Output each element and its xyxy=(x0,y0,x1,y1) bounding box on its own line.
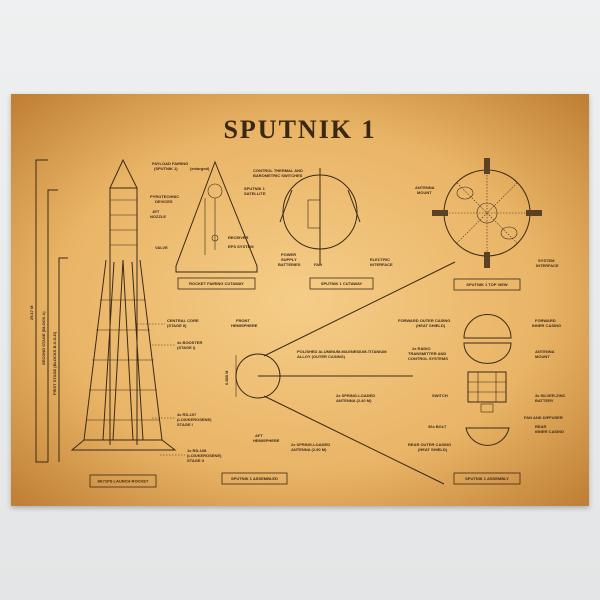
label-switch: SWITCH xyxy=(432,393,448,398)
label-jet: JET xyxy=(152,209,160,214)
label-payload-fairing: PAYLOAD FAIRING xyxy=(152,161,188,166)
label-lox1: (LOX/KEROSENE) xyxy=(177,417,212,422)
label-enlarged: (enlarged) xyxy=(190,166,210,171)
label-nozzle: NOZZLE xyxy=(150,214,166,219)
label-asm-mount: MOUNT xyxy=(535,354,550,359)
panel-label-rocket: 8K71PS LAUNCH ROCKET xyxy=(98,479,149,484)
rocket-drawing: PAYLOAD FAIRING (SPUTNIK 1) (enlarged) C… xyxy=(70,158,222,488)
fairing-cutaway: PYROTECHNIC DEVICES JET NOZZLE VALVE SPU… xyxy=(150,160,266,290)
label-battery: BATTERY xyxy=(535,398,554,403)
label-mount: MOUNT xyxy=(417,190,432,195)
label-eps: EPS SYSTEM xyxy=(228,244,254,249)
sputnik-poster: SPUTNIK 1 29.17 M SECOND STAGE (BLOCK A)… xyxy=(11,94,589,506)
label-barometric: BAROMETRIC SWITCHES xyxy=(253,173,303,178)
label-batteries: BATTERIES xyxy=(278,262,301,267)
label-rd107: 4x RD-107 xyxy=(177,412,197,417)
label-aft-hemi: HEMISPHERE xyxy=(253,438,280,443)
label-transmitter: TRANSMITTER AND xyxy=(408,351,446,356)
label-antenna: ANTENNA xyxy=(415,185,435,190)
label-rear-outer: REAR OUTER CASING xyxy=(408,442,451,447)
label-valve: VALVE xyxy=(155,245,168,250)
label-rear-inner: INNER CASING xyxy=(535,429,564,434)
label-interface: INTERFACE xyxy=(370,262,393,267)
label-booster: 4x BOOSTER xyxy=(177,340,202,345)
label-inner-casing: INNER CASING xyxy=(532,323,561,328)
label-lox2: (LOX/KEROSENE) xyxy=(187,453,222,458)
label-fwd-outer: FORWARD OUTER CASING xyxy=(398,318,450,323)
label-stage1b: STAGE I xyxy=(177,422,193,427)
label-stage2b: STAGE II xyxy=(187,458,204,463)
label-satellite: SATELLITE xyxy=(244,191,266,196)
label-control-systems: CONTROL SYSTEMS xyxy=(408,356,448,361)
label-silver-zinc: 3x SILVER-ZINC xyxy=(535,393,565,398)
panel-label-fairing: ROCKET FAIRING CUTAWAY xyxy=(189,281,244,286)
label-aft: AFT xyxy=(255,433,263,438)
label-control-thermal: CONTROL THERMAL AND xyxy=(253,168,303,173)
label-payload-fairing-sub: (SPUTNIK 1) xyxy=(154,166,178,171)
label-heat-shield: (HEAT SHIELD) xyxy=(416,323,446,328)
panel-label-top-view: SPUTNIK 1 TOP VIEW xyxy=(466,282,508,287)
label-central-core: CENTRAL CORE xyxy=(167,318,199,323)
label-antenna-290: ANTENNA (2.90 M) xyxy=(291,447,327,452)
label-diameter: 0.585 M xyxy=(224,370,229,385)
label-radio: 2x RADIO xyxy=(412,346,430,351)
label-spring-240: 2x SPRING-LOADED xyxy=(336,393,375,398)
label-supply: SUPPLY xyxy=(281,257,297,262)
label-front: FRONT xyxy=(236,318,250,323)
panel-label-assembled: SPUTNIK 1 ASSEMBLED xyxy=(231,476,278,481)
label-fan-diffuser: FAN AND DIFFUSER xyxy=(524,415,563,420)
label-stage1: (STAGE I) xyxy=(177,345,196,350)
label-polished: POLISHED ALUMINUM-MAGNESIUM-TITANIUM xyxy=(297,349,387,354)
label-sputnik-sat: SPUTNIK 1 xyxy=(244,186,266,191)
label-bolt: 36x BOLT xyxy=(428,424,447,429)
label-fwd-inner: FORWARD xyxy=(535,318,556,323)
sputnik-assembled: 0.585 M FRONT HEMISPHERE AFT HEMISPHERE … xyxy=(221,261,456,485)
label-rear: REAR xyxy=(535,424,546,429)
label-electric: ELECTRIC xyxy=(370,257,390,262)
sputnik-cutaway: CONTROL THERMAL AND BAROMETRIC SWITCHES … xyxy=(253,168,393,290)
sputnik-assembly: FORWARD OUTER CASING (HEAT SHIELD) FORWA… xyxy=(398,314,565,485)
label-rear-heat: (HEAT SHIELD) xyxy=(418,447,448,452)
sputnik-top-view: ANTENNA MOUNT SYSTEM INTERFACE SPUTNIK 1… xyxy=(415,158,559,291)
label-power: POWER xyxy=(281,252,296,257)
label-pyrotechnic: PYROTECHNIC xyxy=(150,194,179,199)
dim-second-stage: SECOND STAGE (BLOCK A) xyxy=(41,311,46,365)
label-fan: FAN xyxy=(314,262,322,267)
label-sys-interface: INTERFACE xyxy=(536,263,559,268)
label-alloy: ALLOY (OUTER CASING) xyxy=(297,354,346,359)
label-front-hemi: HEMISPHERE xyxy=(231,323,258,328)
panel-label-assembly: SPUTNIK 1 ASSEMBLY xyxy=(465,476,509,481)
poster-title: SPUTNIK 1 xyxy=(223,115,376,144)
label-spring-290: 2x SPRING-LOADED xyxy=(291,442,330,447)
panel-label-cutaway: SPUTNIK 1 CUTAWAY xyxy=(321,281,363,286)
label-stage2: (STAGE II) xyxy=(167,323,187,328)
blueprint-diagram: SPUTNIK 1 29.17 M SECOND STAGE (BLOCK A)… xyxy=(11,94,589,506)
dim-total: 29.17 M xyxy=(29,305,34,320)
dim-first-stage: FIRST STAGE (BLOCKS B-V-G-D) xyxy=(52,331,57,395)
label-devices: DEVICES xyxy=(155,199,173,204)
label-system: SYSTEM xyxy=(538,258,555,263)
label-antenna-240: ANTENNA (2.40 M) xyxy=(336,398,372,403)
label-rd108: 1x RD-108 xyxy=(187,448,207,453)
label-asm-antenna: ANTENNA xyxy=(535,349,555,354)
label-receiver: RECEIVER xyxy=(228,235,249,240)
dimension-lines: 29.17 M SECOND STAGE (BLOCK A) FIRST STA… xyxy=(29,159,68,463)
